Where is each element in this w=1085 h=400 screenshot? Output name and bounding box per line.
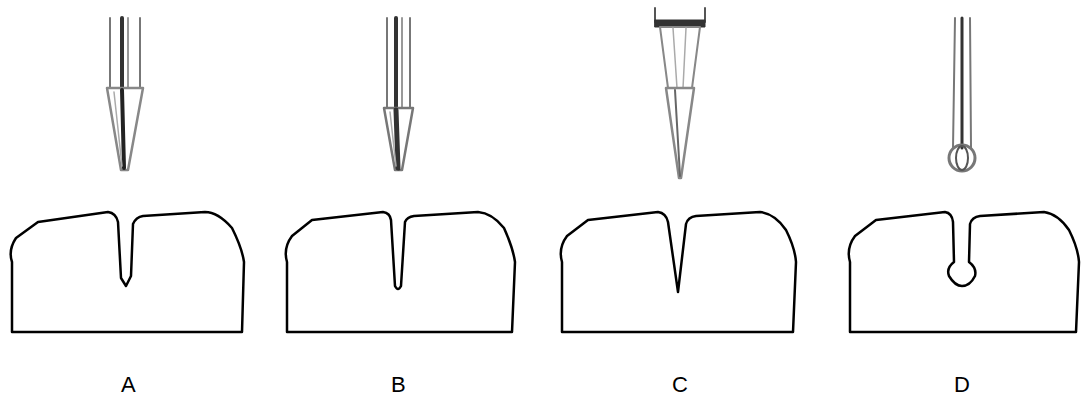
instrument-d [949, 18, 975, 171]
panel-label: A [121, 374, 136, 396]
panel-label: D [954, 374, 970, 396]
tooth-section-b [286, 212, 515, 332]
tooth-section-c [561, 212, 796, 332]
instrument-a [107, 18, 143, 170]
instrument-b [384, 18, 413, 170]
panel-label: C [672, 374, 688, 396]
tooth-section-a [11, 212, 244, 332]
panel-label: B [391, 374, 406, 396]
tooth-section-d [849, 212, 1079, 332]
instrument-c [655, 8, 705, 178]
